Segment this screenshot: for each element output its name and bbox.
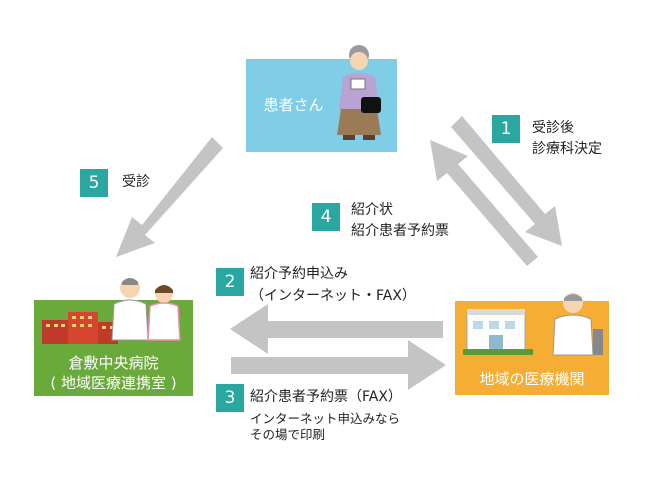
patient-figure-icon <box>337 45 381 140</box>
clinic-label: 地域の医療機関 <box>479 370 585 388</box>
step3-badge: 3 <box>216 384 244 412</box>
hospital-label-line1: 倉敷中央病院 <box>68 354 159 372</box>
step5-text: 受診 <box>122 174 150 190</box>
clinic-box: 地域の医療機関 <box>455 293 609 395</box>
clinic-doctor-icon <box>552 293 603 356</box>
step1-badge: 1 <box>492 115 520 143</box>
step3-text-line1: 紹介患者予約票（FAX） <box>250 389 402 405</box>
arrow-step3 <box>231 340 446 390</box>
hospital-box: 倉敷中央病院 ( 地域医療連携室 ) <box>34 278 193 396</box>
patient-box: 患者さん <box>246 45 397 152</box>
step3-sub-line2: その場で印刷 <box>250 427 326 442</box>
step1-text-line1: 受診後 <box>532 120 574 136</box>
arrow-step5 <box>116 137 223 257</box>
patient-label: 患者さん <box>263 96 324 114</box>
hospital-label-line2: ( 地域医療連携室 ) <box>50 374 177 392</box>
step2-text-line1: 紹介予約申込み <box>250 266 348 282</box>
arrow-step1 <box>451 116 562 246</box>
step4-badge: 4 <box>312 203 340 231</box>
step4-text-line2: 紹介患者予約票 <box>351 223 449 239</box>
step1-text-line2: 診療科決定 <box>532 141 602 157</box>
step4-text-line1: 紹介状 <box>351 202 393 218</box>
doctor-nurse-icon <box>111 278 181 341</box>
step2-badge: 2 <box>216 268 244 296</box>
clinic-building-icon <box>463 309 533 355</box>
step2-text-line2: （インターネット・FAX） <box>250 288 416 304</box>
arrow-step2 <box>230 304 443 354</box>
step3-sub-line1: インターネット申込みなら <box>250 411 401 426</box>
step5-badge: 5 <box>80 169 108 197</box>
arrow-step4 <box>430 140 538 266</box>
